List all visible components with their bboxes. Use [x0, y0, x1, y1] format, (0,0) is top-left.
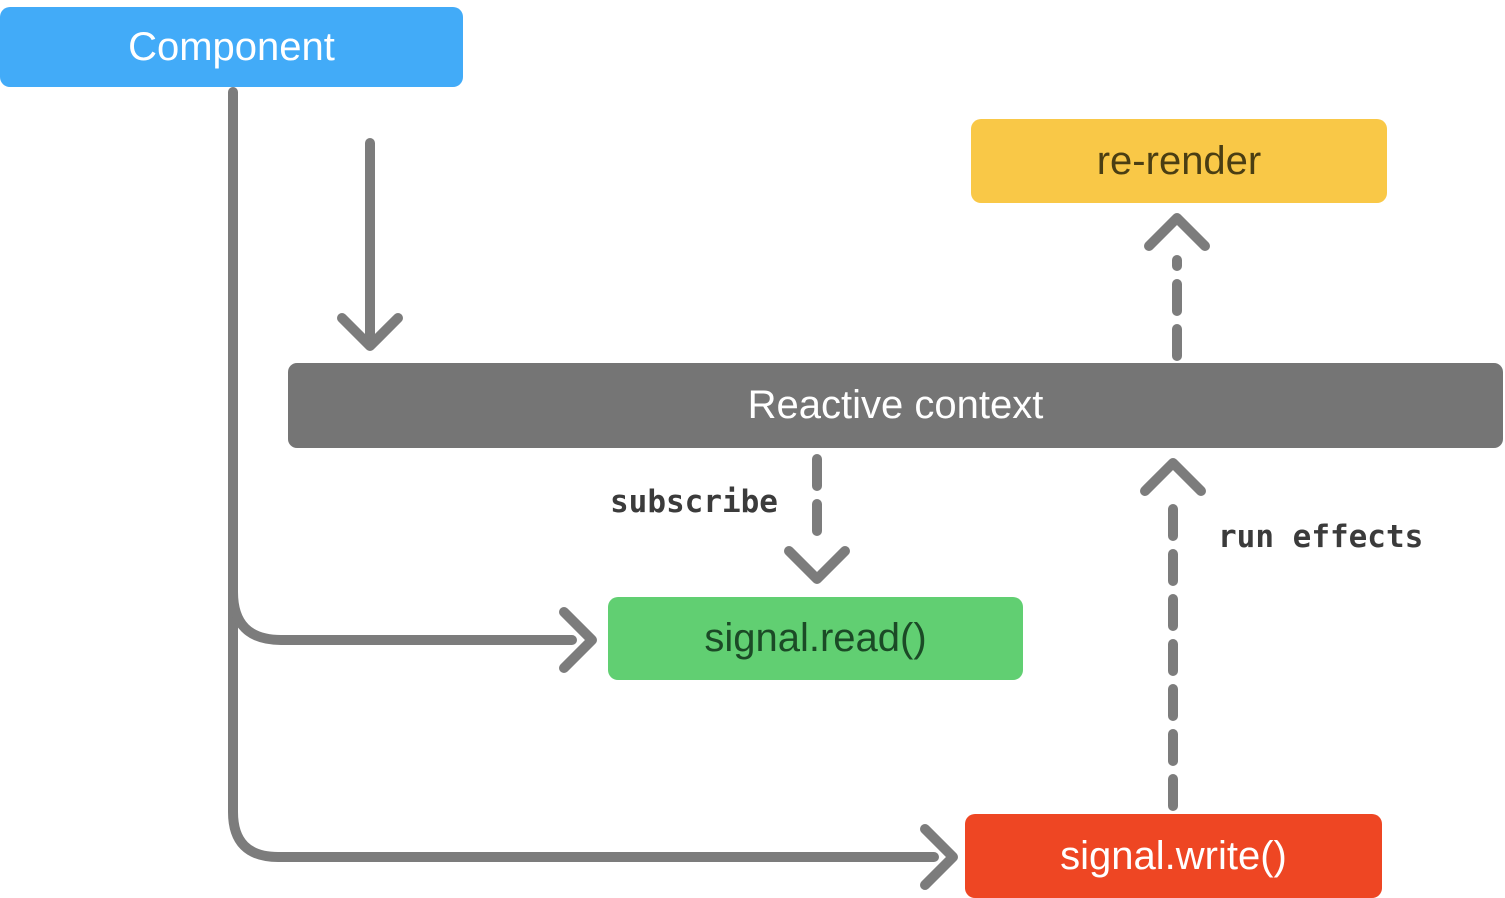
node-reactive-context: Reactive context [288, 363, 1503, 448]
arrow-reactive-context-to-re-render [1144, 213, 1210, 361]
node-re-render: re-render [971, 119, 1387, 203]
arrow-component-to-reactive-context [337, 138, 403, 351]
arrow-component-to-signal-read [228, 587, 597, 673]
node-component: Component [0, 7, 463, 87]
arrow-run-effects [1140, 458, 1206, 811]
arrow-component-to-signal-write [228, 87, 958, 890]
edge-label-run-effects: run effects [1218, 519, 1424, 555]
node-signal-write: signal.write() [965, 814, 1382, 898]
arrow-subscribe [784, 454, 850, 584]
edge-label-subscribe: subscribe [610, 484, 778, 520]
node-signal-read: signal.read() [608, 597, 1023, 680]
